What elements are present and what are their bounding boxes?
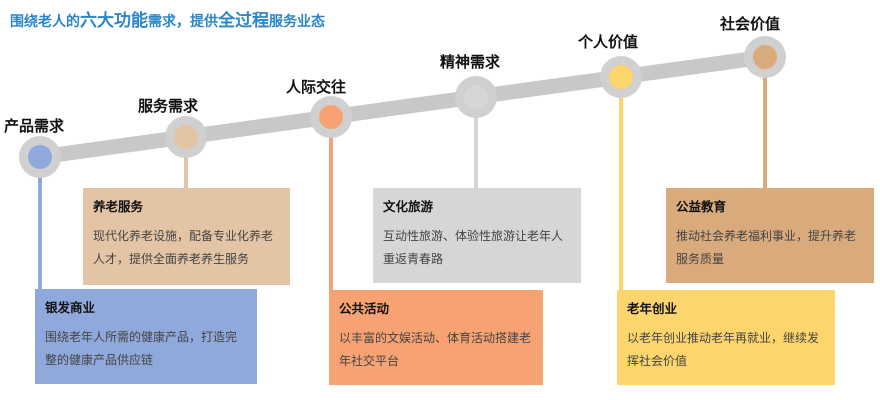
title-part: 服务业态 [269, 14, 325, 30]
node-social [310, 96, 352, 138]
title-part: 需求，提供 [148, 14, 218, 30]
title-part-emphasis: 全过程 [218, 11, 269, 31]
stage-label-spirit: 精神需求 [440, 53, 501, 71]
stage-label-service: 服务需求 [138, 97, 199, 115]
card-title: 公益教育 [676, 199, 727, 214]
card-personal: 老年创业 以老年创业推动老年再就业，继续发挥社会价值 [617, 290, 835, 385]
stage-label-social: 人际交往 [286, 78, 347, 96]
title-part: 围绕老人的 [10, 14, 80, 30]
node-service [165, 116, 207, 158]
card-social: 公共活动 以丰富的文娱活动、体育活动搭建老年社交平台 [329, 290, 543, 385]
card-title: 养老服务 [93, 199, 144, 214]
card-society: 公益教育 推动社会养老福利事业，提升养老服务质量 [666, 188, 874, 283]
card-description: 互动性旅游、体验性旅游让老年人重返青春路 [383, 229, 564, 266]
stage-label-personal: 个人价值 [578, 33, 639, 51]
stage-label-product: 产品需求 [4, 117, 65, 135]
title-part-emphasis: 六大功能 [80, 11, 148, 31]
card-description: 推动社会养老福利事业，提升养老服务质量 [676, 229, 857, 266]
card-title: 老年创业 [627, 301, 678, 316]
card-product: 银发商业 围绕老年人所需的健康产品，打造完整的健康产品供应链 [35, 289, 257, 384]
node-product [19, 136, 61, 178]
stage-label-society: 社会价值 [720, 15, 781, 33]
node-spirit [455, 76, 497, 118]
card-description: 以丰富的文娱活动、体育活动搭建老年社交平台 [339, 331, 532, 368]
card-service: 养老服务 现代化养老设施，配备专业化养老人才，提供全面养老养生服务 [83, 188, 290, 285]
card-title: 公共活动 [339, 301, 390, 316]
node-society [744, 36, 786, 78]
page-title: 围绕老人的六大功能需求，提供全过程服务业态 [10, 6, 325, 31]
card-title: 银发商业 [45, 300, 96, 315]
card-description: 以老年创业推动老年再就业，继续发挥社会价值 [627, 331, 820, 368]
card-title: 文化旅游 [383, 199, 434, 214]
card-description: 围绕老年人所需的健康产品，打造完整的健康产品供应链 [45, 330, 238, 367]
node-personal [600, 56, 642, 98]
timeline-track [32, 49, 773, 165]
card-description: 现代化养老设施，配备专业化养老人才，提供全面养老养生服务 [93, 229, 274, 266]
card-spirit: 文化旅游 互动性旅游、体验性旅游让老年人重返青春路 [373, 188, 581, 283]
